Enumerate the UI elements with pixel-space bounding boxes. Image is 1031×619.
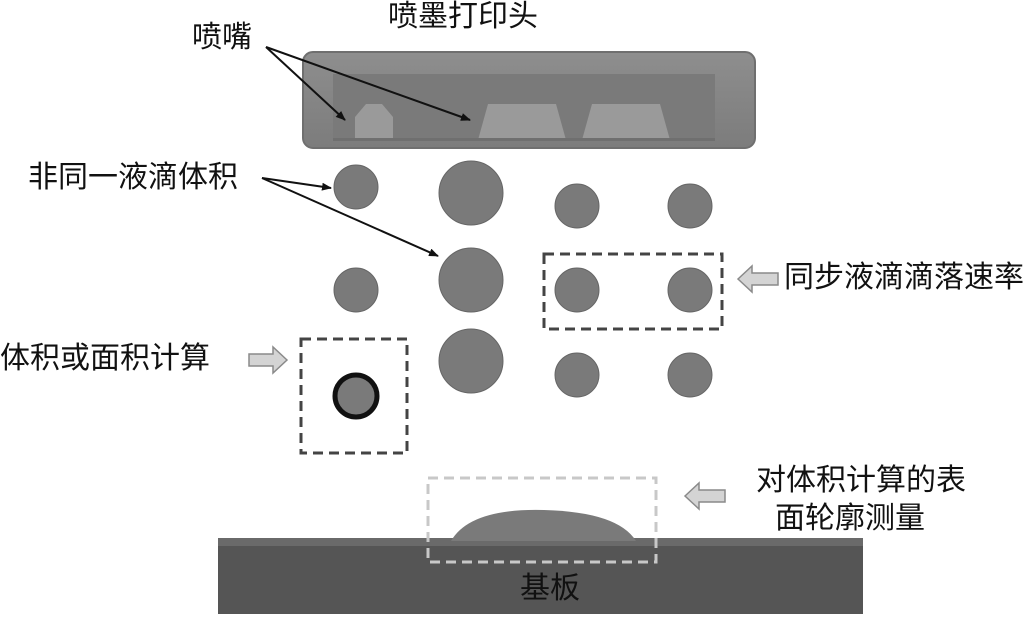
nozzle-teeth	[355, 104, 670, 140]
deposited-droplet	[451, 509, 636, 541]
droplet	[333, 267, 379, 313]
droplet	[333, 164, 379, 210]
substrate	[218, 509, 863, 614]
droplet-measured	[332, 372, 380, 420]
volume-arrow-1	[261, 177, 332, 191]
volume-calc-label: 体积或面积计算	[0, 341, 210, 376]
droplet	[438, 247, 504, 313]
profile-hint-arrow	[683, 481, 726, 511]
hint-arrows	[248, 264, 779, 511]
droplet	[438, 328, 504, 394]
leader-arrows	[261, 46, 471, 257]
droplet	[554, 267, 600, 313]
sync-velocity-label: 同步液滴滴落速率	[784, 260, 1024, 295]
sync-hint-arrow	[736, 264, 779, 294]
nonuniform-volume-label: 非同一液滴体积	[28, 160, 238, 195]
nozzle-3	[582, 104, 670, 140]
substrate-label: 基板	[520, 571, 580, 606]
nozzle-1	[355, 104, 393, 140]
surface-profile-label-line2: 面轮廓测量	[775, 501, 925, 536]
nozzle-arrow-1	[265, 46, 346, 121]
surface-profile-label-line1: 对体积计算的表	[756, 463, 966, 498]
droplet	[667, 352, 713, 398]
surface-profile-box	[426, 476, 658, 564]
volume-calc-box	[299, 337, 409, 455]
droplet	[438, 160, 504, 226]
nozzle-arrow-2	[265, 46, 471, 121]
print-head-label: 喷墨打印头	[388, 0, 538, 34]
droplet	[554, 352, 600, 398]
volume-arrow-2	[261, 177, 439, 257]
print-head	[302, 51, 756, 149]
sync-velocity-box	[542, 252, 724, 331]
nozzle-2	[478, 104, 566, 140]
droplet	[667, 183, 713, 229]
droplet-grid	[332, 160, 713, 420]
volume-hint-arrow	[248, 345, 289, 375]
droplet	[554, 183, 600, 229]
droplet	[667, 267, 713, 313]
nozzle-label: 喷嘴	[192, 20, 252, 55]
